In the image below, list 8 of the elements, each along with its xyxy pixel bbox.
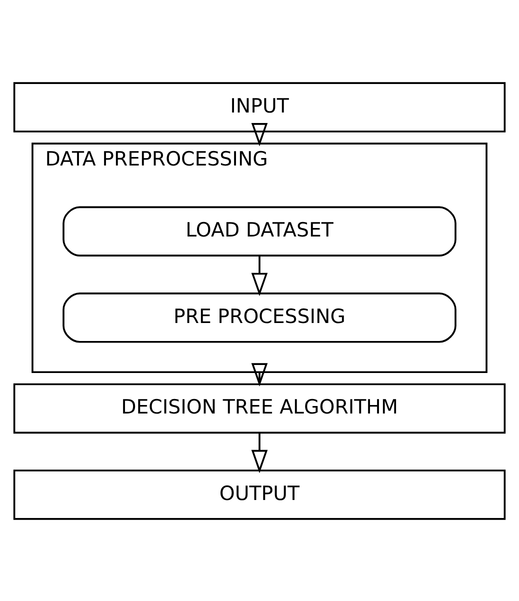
arrow — [251, 255, 268, 296]
arrow — [251, 432, 268, 473]
arrow — [251, 122, 268, 146]
node-box: PRE PROCESSING — [62, 292, 456, 342]
node-box: DECISION TREE ALGORITHM — [13, 382, 506, 434]
node-box: LOAD DATASET — [62, 206, 456, 256]
node-box: OUTPUT — [13, 469, 506, 520]
arrow — [251, 362, 268, 386]
